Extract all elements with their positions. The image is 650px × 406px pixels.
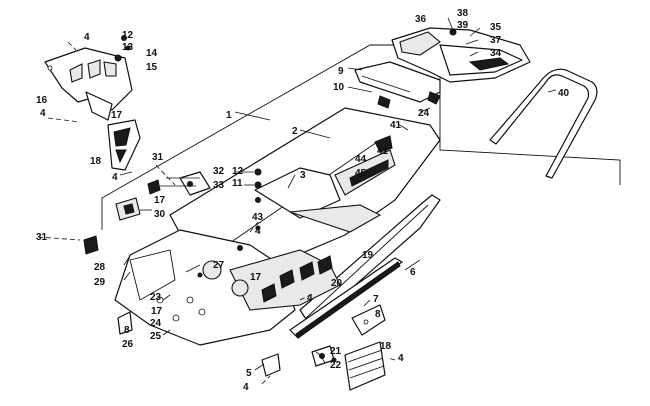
callout-43: 43 — [252, 212, 264, 223]
callout-7: 7 — [373, 294, 379, 305]
callout-4: 4 — [84, 32, 90, 43]
callout-21: 21 — [330, 346, 342, 357]
callout-24: 24 — [418, 108, 430, 119]
callout-10: 10 — [333, 82, 345, 93]
callout-25: 25 — [150, 331, 162, 342]
callout-37: 37 — [490, 35, 502, 46]
rear-bracket-right — [351, 304, 386, 336]
callout-4: 4 — [243, 382, 249, 393]
callout-30: 30 — [154, 209, 166, 220]
callout-42: 42 — [377, 146, 389, 157]
callout-44: 44 — [355, 154, 367, 165]
callout-38: 38 — [457, 8, 469, 19]
seat-cover-assembly — [391, 27, 531, 83]
callout-17: 17 — [154, 195, 166, 206]
callout-22: 22 — [330, 360, 342, 371]
callout-6: 6 — [410, 267, 416, 278]
leader-lines — [37, 17, 557, 385]
tunnel-reinforcement — [254, 167, 382, 233]
callout-15: 15 — [146, 62, 158, 73]
callout-32: 32 — [213, 166, 225, 177]
callout-4: 4 — [307, 293, 313, 304]
callout-20: 20 — [331, 278, 343, 289]
callout-29: 29 — [94, 277, 106, 288]
callout-40: 40 — [558, 88, 570, 99]
callout-39: 39 — [457, 20, 469, 31]
lower-chassis — [114, 229, 341, 346]
callout-18: 18 — [90, 156, 102, 167]
callout-17: 17 — [111, 110, 123, 121]
hardware — [83, 35, 337, 363]
callout-23: 23 — [150, 292, 162, 303]
callout-2: 2 — [292, 126, 298, 137]
callout-12: 12 — [122, 30, 134, 41]
callout-28: 28 — [94, 262, 106, 273]
callout-11: 11 — [232, 178, 243, 189]
rear-grab-handle — [489, 68, 598, 179]
callout-labels: 1 2 3 4 4 4 4 4 4 4 5 6 7 8 8 9 10 11 12… — [36, 8, 570, 393]
callout-13: 13 — [122, 42, 134, 53]
callout-8: 8 — [124, 325, 130, 336]
callout-45: 45 — [355, 168, 367, 179]
side-vent-right — [344, 341, 386, 391]
callout-36: 36 — [415, 14, 427, 25]
callout-33: 33 — [213, 180, 225, 191]
steering-post-bracket — [179, 171, 211, 196]
callout-27: 27 — [213, 260, 225, 271]
callout-35: 35 — [490, 22, 502, 33]
callout-17: 17 — [250, 272, 262, 283]
front-bracket-left — [107, 119, 141, 171]
rear-panel — [354, 61, 441, 109]
callout-5: 5 — [246, 368, 252, 379]
bracket-30 — [115, 197, 141, 221]
callout-9: 9 — [338, 66, 344, 77]
callout-16: 16 — [36, 95, 48, 106]
left-rail — [289, 257, 403, 339]
callout-17: 17 — [151, 306, 163, 317]
callout-19: 19 — [362, 250, 374, 261]
callout-3: 3 — [300, 170, 306, 181]
callout-4: 4 — [112, 172, 118, 183]
callout-12: 12 — [232, 166, 244, 177]
callout-31: 31 — [152, 152, 164, 163]
callout-18: 18 — [380, 341, 392, 352]
callout-31: 31 — [36, 232, 48, 243]
callout-41: 41 — [390, 120, 402, 131]
front-bumper — [44, 47, 133, 121]
callout-4: 4 — [255, 226, 261, 237]
callout-26: 26 — [122, 339, 134, 350]
callout-4: 4 — [398, 353, 404, 364]
callout-34: 34 — [490, 48, 502, 59]
callout-8: 8 — [375, 309, 381, 320]
callout-14: 14 — [146, 48, 158, 59]
callout-4: 4 — [40, 108, 46, 119]
callout-24: 24 — [150, 318, 162, 329]
callout-1: 1 — [226, 110, 232, 121]
